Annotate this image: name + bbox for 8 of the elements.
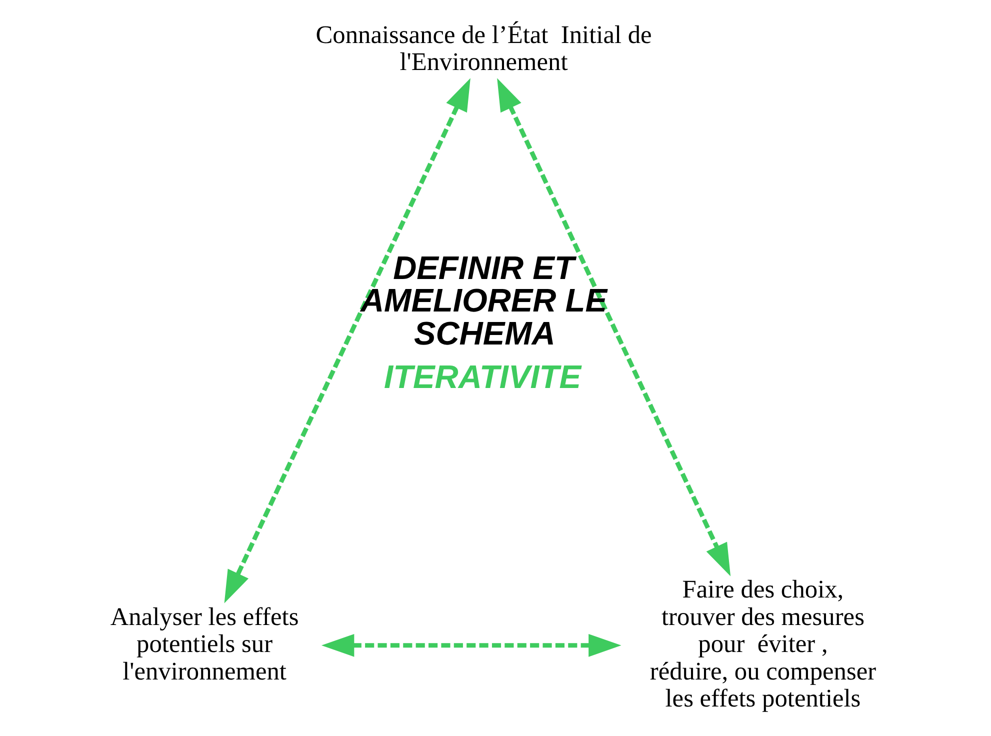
node-text: Analyser les effets potentiels sur l'environnement	[110, 602, 298, 686]
arrow	[224, 78, 470, 604]
arrow	[496, 78, 730, 576]
label: ITERATIVITE	[384, 358, 581, 395]
node-text: Faire des choix, trouver des mesures pour éviter , réduire, ou compenser les effets potentiels	[649, 576, 876, 713]
label: DEFINIR ET AMELIORER LE SCHEMA	[360, 248, 606, 352]
node-text: Connaissance de l’État Initial de l'Environnement	[315, 20, 652, 76]
arrow	[320, 634, 621, 657]
